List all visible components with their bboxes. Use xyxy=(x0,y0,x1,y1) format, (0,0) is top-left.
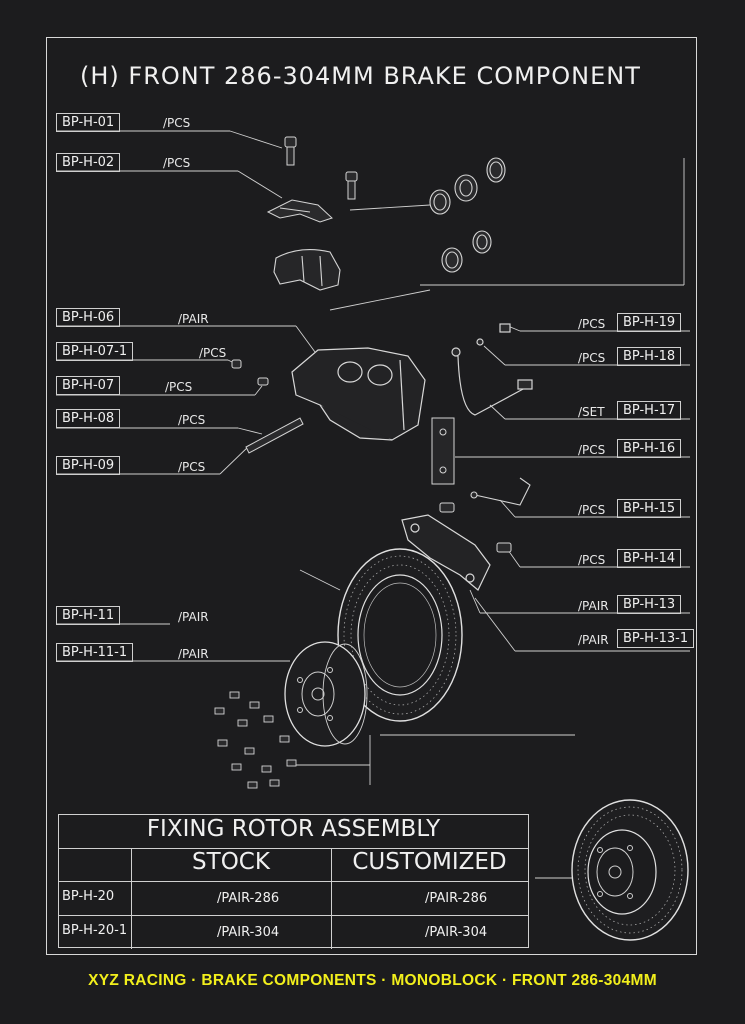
brake-hose-icon xyxy=(451,323,533,416)
rotor-bolt-icon xyxy=(214,691,297,789)
page-title: (H) FRONT 286-304MM BRAKE COMPONENT xyxy=(80,62,641,90)
part-code-bp-h-02: BP-H-02 xyxy=(56,153,121,172)
rotor-assembly-table: FIXING ROTOR ASSEMBLY STOCK CUSTOMIZED B… xyxy=(58,814,529,949)
piston-seal-icon xyxy=(429,157,506,273)
part-unit-bp-h-16: /PCS xyxy=(578,443,606,457)
part-unit-bp-h-18: /PCS xyxy=(578,351,606,365)
part-code-bp-h-07: BP-H-07 xyxy=(56,376,121,395)
bleeder-screw-icon xyxy=(231,359,269,386)
caliper-bolt-icon xyxy=(245,417,304,454)
part-unit-bp-h-11-1: /PAIR xyxy=(178,647,209,661)
part-code-bp-h-19: BP-H-19 xyxy=(617,313,682,332)
part-code-bp-h-06: BP-H-06 xyxy=(56,308,121,327)
monoblock-caliper-icon xyxy=(291,347,426,441)
table-row-custom: /PAIR-286 xyxy=(425,891,488,906)
table-row-code: BP-H-20 xyxy=(62,889,115,904)
brake-pad-icon xyxy=(273,249,341,291)
part-code-bp-h-16: BP-H-16 xyxy=(617,439,682,458)
part-code-bp-h-07-1: BP-H-07-1 xyxy=(56,342,134,361)
hard-line-icon xyxy=(470,477,531,506)
part-unit-bp-h-11: /PAIR xyxy=(178,610,209,624)
part-unit-bp-h-08: /PCS xyxy=(178,413,206,427)
part-unit-bp-h-17: /SET xyxy=(578,405,605,419)
part-unit-bp-h-15: /PCS xyxy=(578,503,606,517)
part-unit-bp-h-13-1: /PAIR xyxy=(578,633,609,647)
column-header-customized: CUSTOMIZED xyxy=(352,849,507,875)
brake-rotor-ring-icon xyxy=(337,548,463,722)
part-unit-bp-h-09: /PCS xyxy=(178,460,206,474)
part-unit-bp-h-19: /PCS xyxy=(578,317,606,331)
part-code-bp-h-18: BP-H-18 xyxy=(617,347,682,366)
part-unit-bp-h-14: /PCS xyxy=(578,553,606,567)
table-heading: FIXING ROTOR ASSEMBLY xyxy=(146,816,441,842)
drawing-frame xyxy=(46,37,697,955)
part-code-bp-h-17: BP-H-17 xyxy=(617,401,682,420)
part-code-bp-h-13: BP-H-13 xyxy=(617,595,682,614)
part-code-bp-h-11-1: BP-H-11-1 xyxy=(56,643,134,662)
leader-lines xyxy=(56,130,690,879)
part-code-bp-h-15: BP-H-15 xyxy=(617,499,682,518)
part-unit-bp-h-02: /PCS xyxy=(163,156,191,170)
part-code-bp-h-11: BP-H-11 xyxy=(56,606,121,625)
bracket-bolt-icon xyxy=(439,502,512,553)
pad-pin-bolt-icon xyxy=(284,136,358,200)
caliper-bracket-icon xyxy=(401,514,491,591)
part-unit-bp-h-07-1: /PCS xyxy=(199,346,227,360)
part-unit-bp-h-07: /PCS xyxy=(165,380,193,394)
pad-spring-icon xyxy=(266,199,333,223)
part-unit-bp-h-01: /PCS xyxy=(163,116,191,130)
footer-caption: XYZ RACING · BRAKE COMPONENTS · MONOBLOC… xyxy=(88,972,657,989)
table-row-code: BP-H-20-1 xyxy=(62,923,128,938)
part-code-bp-h-09: BP-H-09 xyxy=(56,456,121,475)
part-code-bp-h-08: BP-H-08 xyxy=(56,409,121,428)
mounting-tab-icon xyxy=(431,417,455,485)
table-row-custom: /PAIR-304 xyxy=(425,925,488,940)
part-code-bp-h-13-1: BP-H-13-1 xyxy=(617,629,695,648)
part-code-bp-h-01: BP-H-01 xyxy=(56,113,121,132)
rotor-hat-icon xyxy=(284,641,368,747)
assembled-rotor-icon xyxy=(571,799,689,941)
part-unit-bp-h-06: /PAIR xyxy=(178,312,209,326)
table-row-stock: /PAIR-304 xyxy=(217,925,280,940)
part-code-bp-h-14: BP-H-14 xyxy=(617,549,682,568)
column-header-stock: STOCK xyxy=(192,849,270,875)
table-row-stock: /PAIR-286 xyxy=(217,891,280,906)
part-unit-bp-h-13: /PAIR xyxy=(578,599,609,613)
